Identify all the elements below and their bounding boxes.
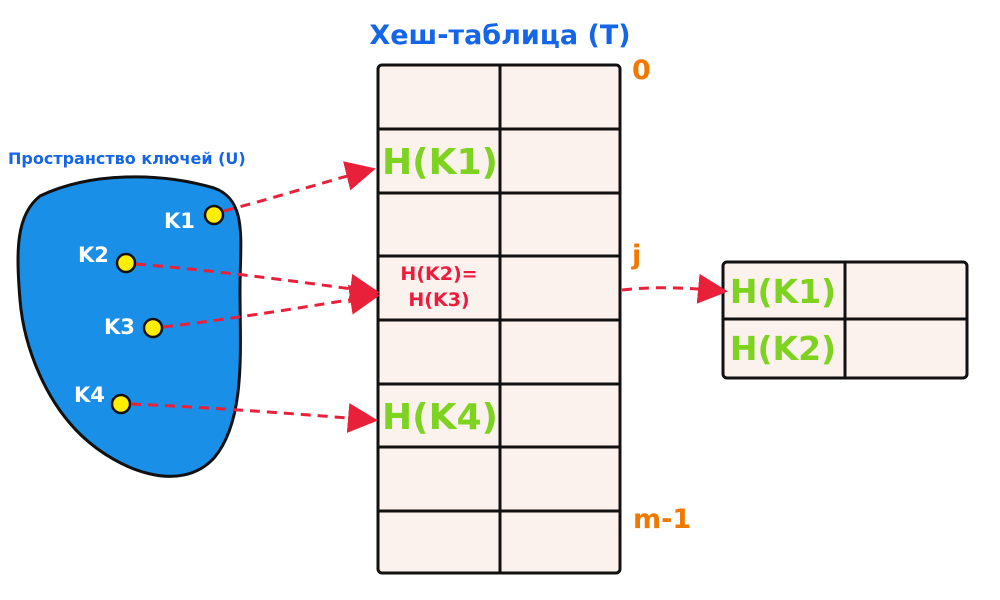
chain-entry-h-k2: H(K2) [730,329,836,368]
chain-entry-h-k1: H(K1) [730,272,836,311]
arrow-k4-to-h-k4 [130,402,378,433]
index-label-last: m-1 [633,504,691,535]
arrow-k2-to-collision [135,262,380,304]
key-dot-k3 [142,317,164,339]
chain-table [721,260,969,380]
hash-table [376,63,622,575]
index-label-first: 0 [632,55,651,86]
index-label-middle: j [631,240,641,271]
table-entry-collision-line-2: H(K3) [408,289,469,311]
arrow-slot-j-to-chain [621,273,728,304]
table-entry-h-k1: H(K1) [382,142,498,183]
diagram-title: Хеш-таблица (T) [369,20,630,51]
arrow-k3-to-collision [162,284,380,329]
key-label-k3: K3 [104,315,135,339]
table-entry-collision-line-1: H(K2)= [400,263,477,285]
key-space-label: Пространство ключей (U) [8,149,246,168]
mapping-arrows [130,161,728,433]
key-dot-k2 [115,252,137,274]
table-entry-h-k4: H(K4) [382,397,498,438]
arrow-k1-to-h-k1 [223,161,376,213]
key-space-blob [16,175,243,478]
key-label-k4: K4 [74,383,105,407]
key-dot-k1 [203,204,225,226]
key-label-k2: K2 [78,243,109,267]
key-label-k1: K1 [164,209,195,233]
key-dot-k4 [110,393,132,415]
